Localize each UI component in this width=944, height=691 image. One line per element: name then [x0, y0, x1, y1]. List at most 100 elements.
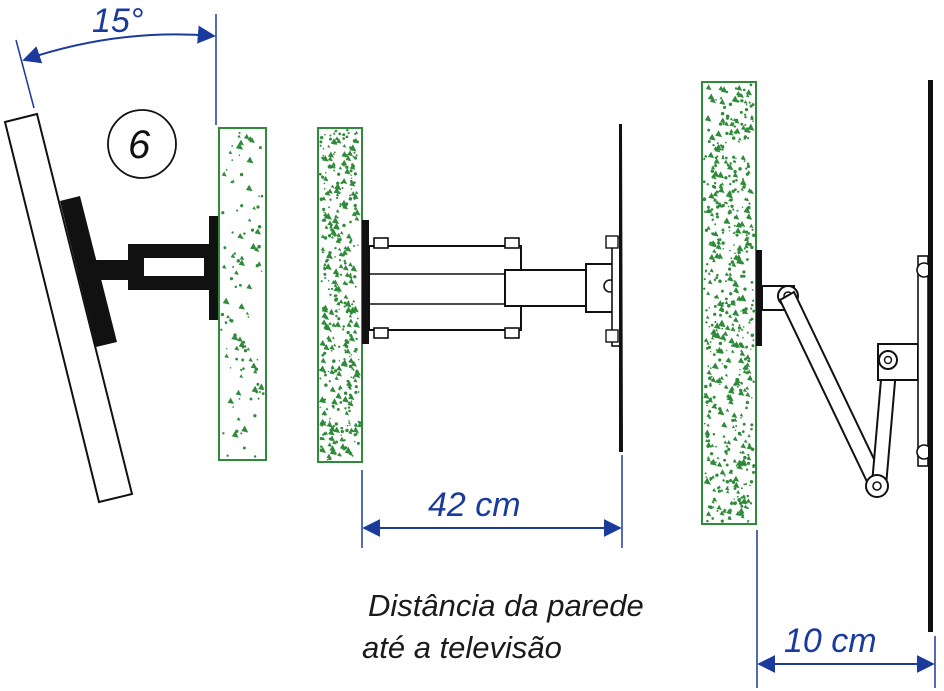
wall-speckle [738, 393, 741, 396]
wall-speckle [725, 201, 729, 205]
wall-speckle [739, 388, 743, 393]
wall-speckle [340, 434, 342, 436]
wall-speckle [322, 155, 329, 162]
wall-speckle [342, 264, 349, 271]
wall-speckle [321, 250, 325, 254]
wall-speckle [739, 451, 742, 454]
wall-speckle [335, 440, 339, 444]
wall-speckle [742, 369, 747, 374]
wall-speckle [724, 176, 728, 180]
wall-speckle [752, 299, 755, 302]
wall-speckle [725, 408, 730, 412]
wall-speckle [237, 134, 241, 138]
wall-speckle [723, 384, 729, 390]
wall-speckle [323, 371, 327, 374]
wall-speckle [342, 133, 346, 136]
wall-speckle [731, 480, 736, 484]
wall-speckle [243, 232, 246, 235]
wall-speckle [715, 190, 719, 194]
wall-speckle [231, 333, 239, 341]
wall-speckle [707, 415, 712, 420]
wall-speckle [350, 177, 353, 179]
wall-speckle [324, 133, 326, 136]
wall-speckle [346, 128, 349, 132]
wall-speckle [329, 137, 332, 141]
wall-speckle [330, 184, 335, 189]
wall-speckle [716, 239, 722, 245]
wall-speckle [722, 479, 725, 482]
wall-speckle [745, 406, 748, 410]
wall-speckle [710, 397, 713, 400]
wall-speckle [332, 359, 336, 363]
wall-speckle [231, 430, 239, 438]
wall-speckle [731, 136, 736, 140]
wall-speckle [334, 129, 338, 133]
wall-speckle [324, 171, 327, 174]
wall-speckle [742, 270, 746, 274]
wall-speckle [321, 311, 329, 319]
wall-speckle [725, 463, 729, 467]
wall-speckle [732, 155, 736, 159]
wall-speckle [710, 136, 714, 140]
wall-speckle [328, 165, 332, 169]
wall-speckle [717, 486, 720, 490]
wall-speckle [742, 422, 746, 426]
wall-speckle [236, 416, 241, 421]
bracket-bolt [504, 327, 520, 339]
wall-speckle [248, 357, 253, 362]
wall-speckle [707, 271, 711, 275]
wall-speckle [336, 196, 339, 200]
wall-speckle [749, 130, 751, 133]
wall-speckle [329, 369, 335, 375]
wall-speckle [723, 508, 726, 511]
wall-speckle [711, 232, 714, 235]
wall-speckle [323, 182, 326, 185]
wall-speckle [735, 179, 738, 182]
wall-speckle [731, 418, 735, 423]
wall-speckle [717, 201, 723, 208]
wall-speckle [349, 355, 351, 358]
wall-speckle [337, 302, 341, 306]
wall-speckle [750, 307, 753, 310]
wall-speckle [250, 228, 255, 232]
wall-speckle [729, 292, 733, 296]
wall-speckle [742, 500, 747, 505]
wall-speckle [746, 164, 751, 169]
wall-speckle [354, 390, 358, 394]
extension-arm [504, 269, 598, 307]
wall-speckle [346, 308, 349, 311]
wall-speckle [714, 331, 722, 340]
wall-speckle [740, 487, 743, 490]
wall-speckle [241, 425, 249, 433]
wall-speckle [718, 305, 725, 312]
wall-speckle [733, 316, 739, 323]
wall-speckle [724, 475, 726, 477]
wall-speckle [234, 270, 239, 275]
wall-speckle [349, 306, 357, 314]
wall-speckle [736, 209, 739, 212]
wall-speckle [737, 94, 740, 98]
wall-speckle [725, 479, 730, 484]
wall-speckle [703, 477, 711, 485]
bracket-bolt [373, 237, 389, 249]
wall-speckle [726, 163, 730, 167]
wall-speckle [730, 260, 735, 264]
wall-speckle [749, 223, 754, 229]
wall-speckle [334, 214, 338, 219]
wall-speckle [738, 507, 745, 514]
wall-speckle [710, 169, 715, 173]
wall-speckle [709, 452, 714, 456]
wall-speckle [330, 154, 334, 158]
wall-speckle [736, 495, 739, 498]
wall-speckle [348, 357, 355, 364]
wall-speckle [726, 117, 729, 120]
wall-speckle [719, 98, 726, 105]
wall-speckle [346, 233, 352, 240]
wall-speckle [324, 373, 327, 377]
wall-speckle [342, 204, 345, 208]
wall-speckle [709, 97, 716, 104]
wall-speckle [733, 498, 735, 500]
wall-speckle [744, 230, 749, 234]
wall-speckle [714, 177, 717, 180]
wall-speckle [228, 150, 233, 155]
